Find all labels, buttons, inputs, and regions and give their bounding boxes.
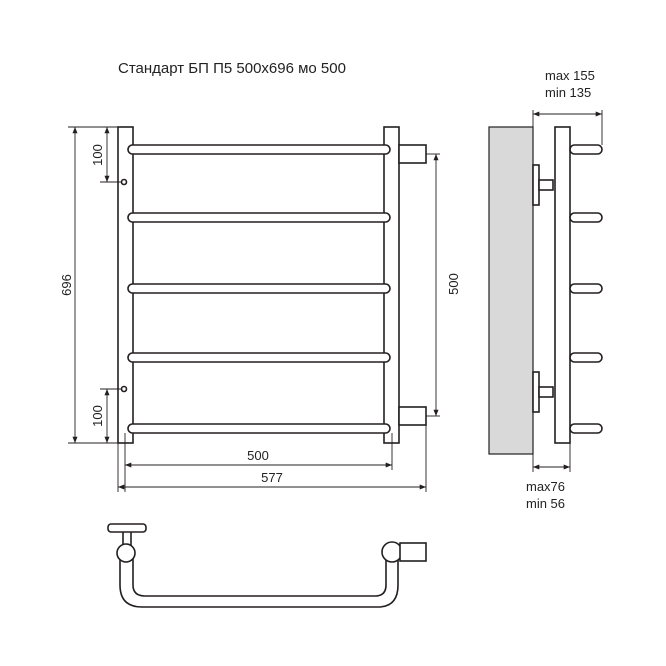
depth-dimension: max 155 min 135 <box>532 68 603 145</box>
side-view <box>488 126 603 455</box>
top-view <box>107 523 427 608</box>
bracket-top-base <box>532 164 540 206</box>
width-total-label: 577 <box>261 470 283 485</box>
width-inner-label: 500 <box>247 448 269 463</box>
bottom-offset-label: 100 <box>90 405 105 427</box>
bracket-bottom-arm <box>538 386 554 398</box>
side-rung-4 <box>569 352 603 363</box>
wall-min-label: min 56 <box>526 496 565 511</box>
front-view <box>117 126 427 444</box>
mounting-hole-bottom <box>120 385 128 393</box>
bracket-bottom-base <box>532 371 540 413</box>
bottom-offset-dimension: 100 <box>90 388 121 443</box>
wall <box>488 126 534 455</box>
depth-min-label: min 135 <box>545 85 591 100</box>
right-joint <box>381 541 403 563</box>
wall-distance-dimension: max76 min 56 <box>526 443 571 511</box>
wall-max-label: max76 <box>526 479 565 494</box>
top-connection-nozzle <box>398 144 427 164</box>
left-joint <box>116 543 136 563</box>
rung-3 <box>127 283 391 294</box>
top-offset-label: 100 <box>90 144 105 166</box>
axis-distance-label: 500 <box>446 273 461 295</box>
product-title: Стандарт БП П5 500х696 мо 500 <box>118 60 346 77</box>
side-rung-3 <box>569 283 603 294</box>
u-tube <box>119 547 399 608</box>
rung-2 <box>127 212 391 223</box>
top-offset-dimension: 100 <box>90 127 121 183</box>
rung-1 <box>127 144 391 155</box>
rungs <box>127 144 391 434</box>
bracket-top-arm <box>538 179 554 191</box>
rung-4 <box>127 352 391 363</box>
bottom-connection-nozzle <box>398 406 427 426</box>
mounting-hole-top <box>120 178 128 186</box>
left-wall-plate <box>107 523 147 533</box>
height-dimension: 696 <box>59 126 118 444</box>
axis-distance-dimension: 500 <box>426 153 461 417</box>
right-connection <box>399 542 427 562</box>
height-total-label: 696 <box>59 274 74 296</box>
side-rung-1 <box>569 144 603 155</box>
side-rung-2 <box>569 212 603 223</box>
side-post <box>554 126 571 444</box>
side-rung-5 <box>569 423 603 434</box>
rung-5 <box>127 423 391 434</box>
width-dimensions: 500 577 <box>117 425 427 492</box>
depth-max-label: max 155 <box>545 68 595 83</box>
